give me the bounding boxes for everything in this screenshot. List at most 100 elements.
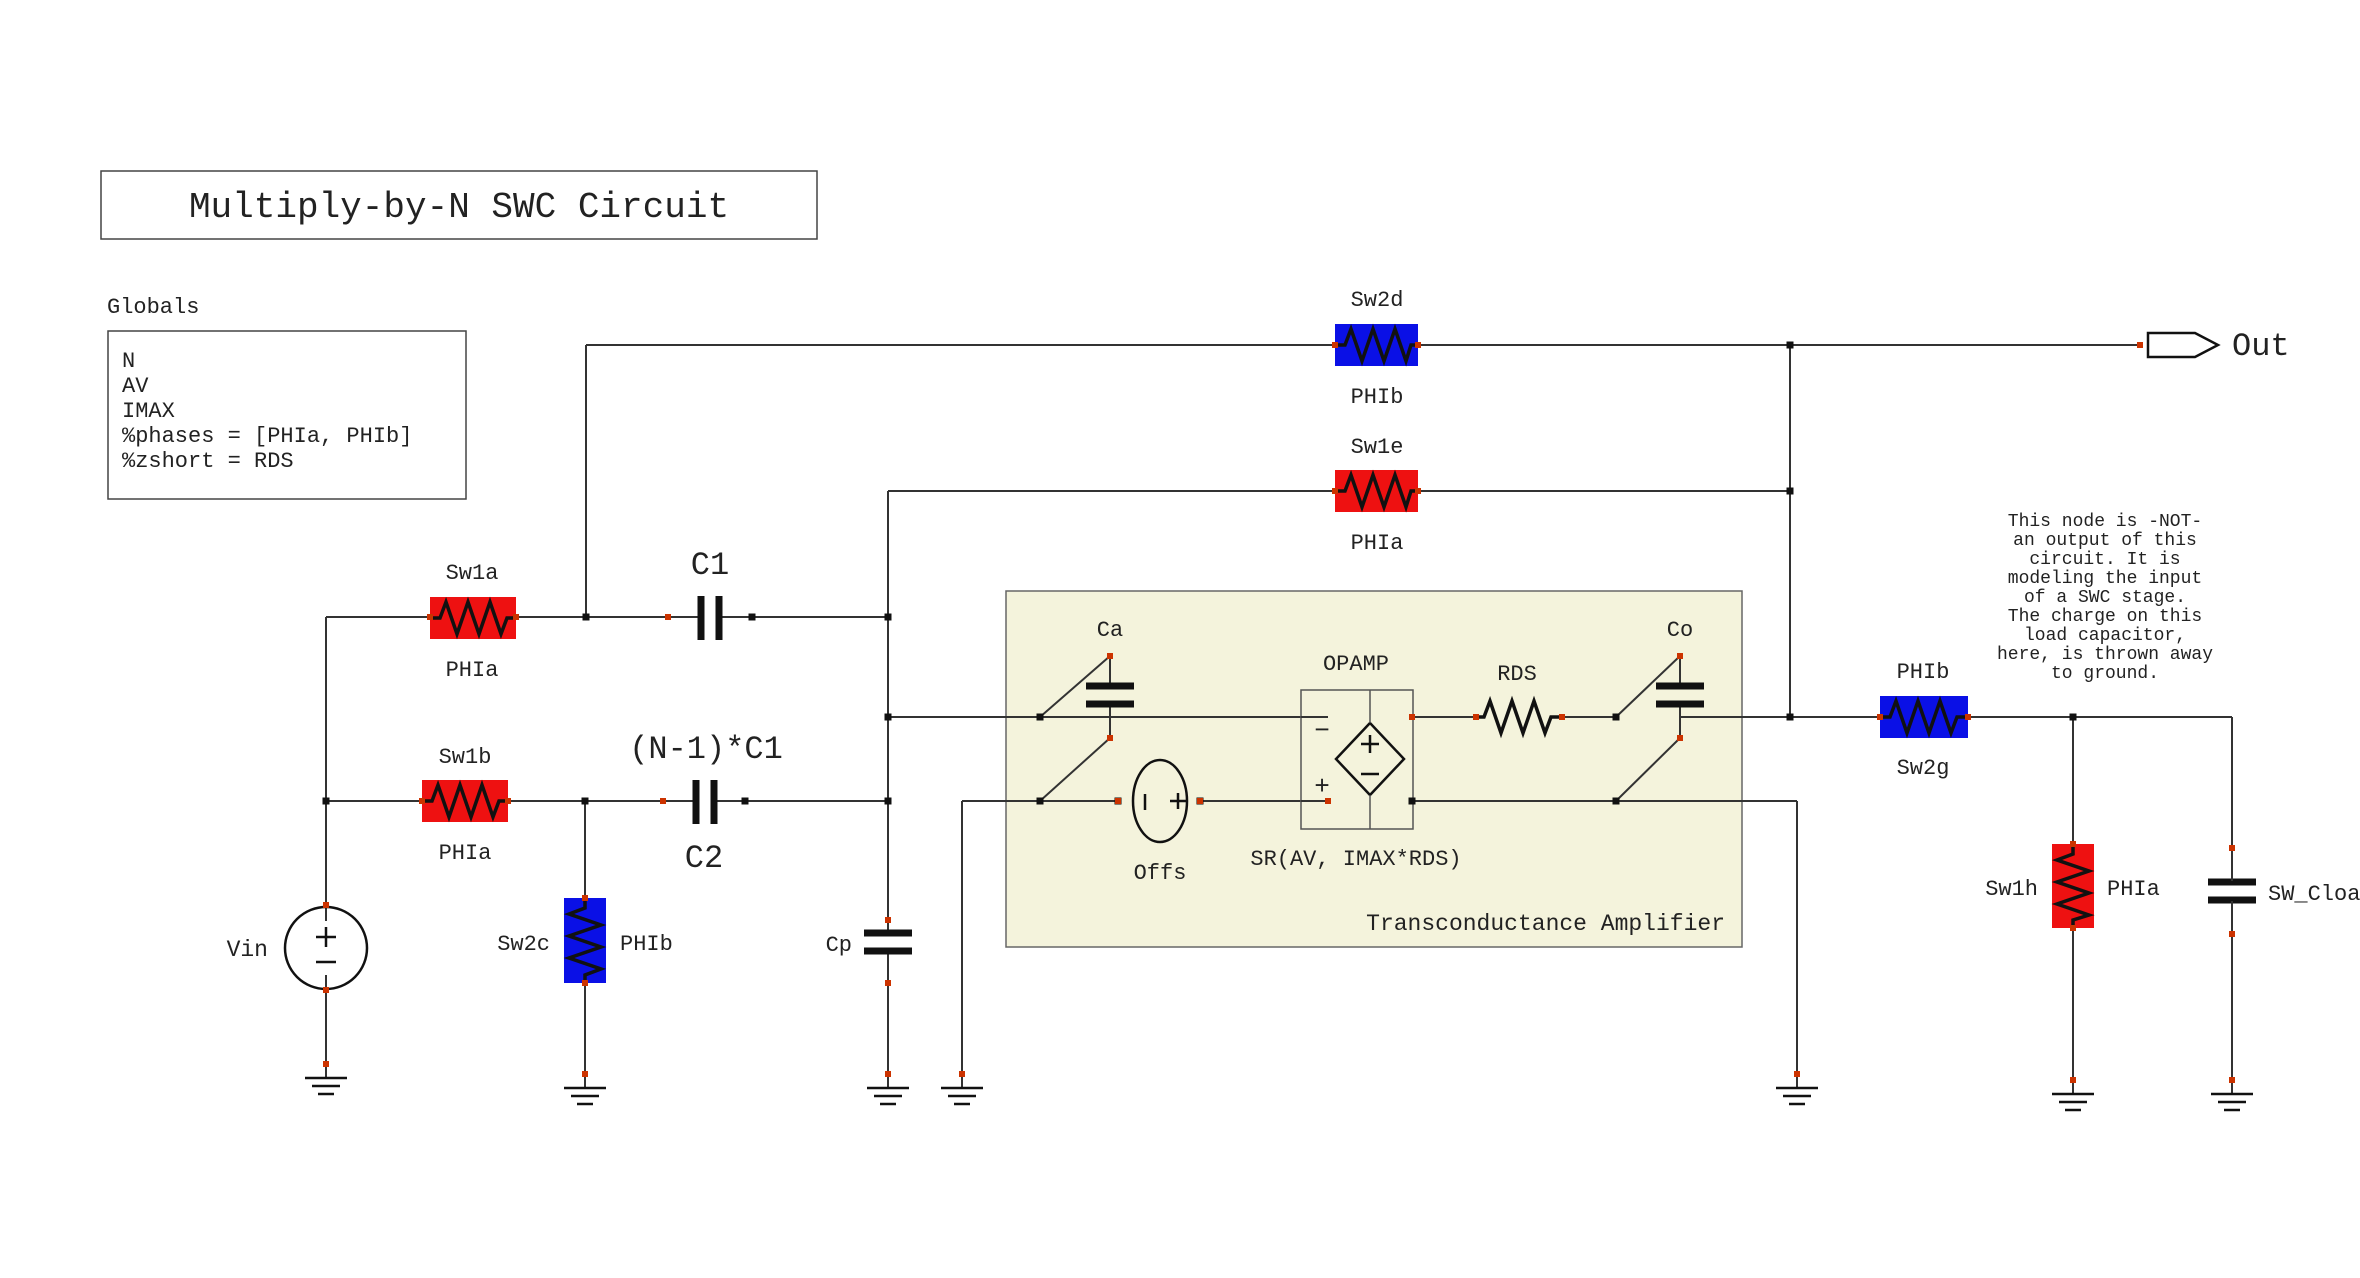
connection-pin	[2229, 931, 2235, 937]
junction-dot	[1786, 341, 1794, 349]
source-name: Vin	[227, 937, 268, 963]
connection-pin	[885, 1071, 891, 1077]
capacitor-ca[interactable]: Ca	[1086, 618, 1134, 708]
connection-pin	[427, 614, 433, 620]
connection-pin	[2070, 1077, 2076, 1083]
connection-pin	[2229, 845, 2235, 851]
junction-dot	[741, 797, 749, 805]
resistor-zigzag-icon	[1337, 323, 1416, 367]
switch-phase: PHIb	[1897, 660, 1950, 685]
connection-pin	[323, 987, 329, 993]
connection-pin	[1677, 653, 1683, 659]
note-line: load capacitor,	[2024, 626, 2186, 646]
switch-sw2g[interactable]: PHIb Sw2g	[1880, 660, 1968, 781]
connection-pin	[1559, 714, 1565, 720]
resistor-zigzag-icon	[424, 779, 506, 823]
resistor-zigzag-icon	[1476, 695, 1562, 739]
globals-heading: Globals	[107, 295, 199, 320]
globals-line: %phases = [PHIa, PHIb]	[122, 424, 412, 449]
capacitor-load[interactable]: SW_Cloa	[2208, 848, 2360, 934]
switch-sw1a[interactable]: Sw1a PHIa	[430, 561, 516, 683]
amplifier-box-label: Transconductance Amplifier	[1366, 911, 1725, 937]
switch-sw1h[interactable]: Sw1h PHIa	[1985, 844, 2160, 928]
junction-dot	[1408, 797, 1416, 805]
note-line: an output of this	[2013, 531, 2197, 551]
globals-block: Globals N AV IMAX %phases = [PHIa, PHIb]…	[107, 295, 467, 500]
connection-pin	[1332, 342, 1338, 348]
connection-pin	[885, 917, 891, 923]
junction-dot	[322, 797, 330, 805]
switch-sw1b[interactable]: Sw1b PHIa	[422, 745, 508, 866]
capacitor-co[interactable]: Co	[1656, 618, 1704, 708]
switch-phase: PHIb	[1351, 385, 1404, 410]
output-port[interactable]: Out	[2146, 328, 2290, 365]
ground-icon	[2052, 1080, 2094, 1112]
globals-line: AV	[122, 374, 149, 399]
connection-pin	[323, 1061, 329, 1067]
opamp-label: OPAMP	[1323, 652, 1389, 677]
connection-pin	[1415, 342, 1421, 348]
junction-dot	[1036, 713, 1044, 721]
note-line: This node is -NOT-	[2008, 512, 2202, 532]
connection-pin	[2229, 1077, 2235, 1083]
grounds	[305, 1064, 2253, 1112]
ground-icon	[2211, 1080, 2253, 1112]
voltage-source-vin[interactable]: Vin	[227, 905, 369, 991]
resistor-zigzag-icon	[563, 900, 607, 981]
resistor-zigzag-icon	[2051, 846, 2095, 926]
connection-pin	[513, 614, 519, 620]
connection-pin	[665, 614, 671, 620]
junction-dot	[748, 613, 756, 621]
connection-pin	[885, 980, 891, 986]
connection-pin	[959, 1071, 965, 1077]
junction-dot	[884, 713, 892, 721]
output-label: Out	[2232, 328, 2290, 365]
junction-dot	[1036, 797, 1044, 805]
connection-pin	[1115, 798, 1121, 804]
resistor-rds[interactable]: RDS	[1476, 662, 1562, 739]
opamp-model: SR(AV, IMAX*RDS)	[1250, 847, 1461, 872]
connection-pin	[1409, 714, 1415, 720]
switch-name: Sw1b	[439, 745, 492, 770]
capacitor-name: Cp	[826, 933, 852, 958]
voltage-source-offs[interactable]: Offs	[1131, 758, 1189, 886]
switch-phase: PHIa	[446, 658, 499, 683]
resistor-zigzag-icon	[1337, 469, 1416, 513]
switch-name: Sw1e	[1351, 435, 1404, 460]
connection-pin	[505, 798, 511, 804]
switch-phase: PHIb	[620, 932, 673, 957]
resistor-name: RDS	[1497, 662, 1537, 687]
globals-line: N	[122, 349, 135, 374]
capacitor-cp[interactable]: Cp	[826, 920, 912, 983]
switch-sw2d[interactable]: Sw2d PHIb	[1335, 288, 1418, 410]
note-line: circuit. It is	[2029, 550, 2180, 570]
capacitor-name: SW_Cloa	[2268, 882, 2360, 907]
connection-pin	[582, 980, 588, 986]
capacitor-c1[interactable]: C1	[668, 547, 752, 640]
connection-pin	[1332, 488, 1338, 494]
resistor-zigzag-icon	[1882, 695, 1966, 739]
junction-dot	[581, 797, 589, 805]
junction-dot	[1786, 487, 1794, 495]
connection-pin	[1677, 735, 1683, 741]
switch-name: Sw2d	[1351, 288, 1404, 313]
connection-pin	[660, 798, 666, 804]
capacitor-c2[interactable]: (N-1)*C1 C2	[629, 731, 783, 877]
junction-dot	[1786, 713, 1794, 721]
transconductance-amplifier-box	[1005, 590, 1743, 948]
switch-sw1e[interactable]: Sw1e PHIa	[1335, 435, 1418, 556]
junction-dot	[884, 613, 892, 621]
ground-icon	[867, 1074, 909, 1106]
connection-pin	[1107, 735, 1113, 741]
connection-pin	[1325, 798, 1331, 804]
pins	[323, 342, 2235, 1083]
connection-pin	[1197, 798, 1203, 804]
inverting-input-sign: −	[1314, 716, 1330, 746]
ground-icon	[1776, 1074, 1818, 1106]
switch-sw2c[interactable]: Sw2c PHIb	[497, 898, 673, 983]
note-line: of a SWC stage.	[2024, 588, 2186, 608]
opamp[interactable]: OPAMP − + SR(AV, IMAX*RDS)	[1250, 652, 1461, 872]
source-name: Offs	[1134, 861, 1187, 886]
title-block: Multiply-by-N SWC Circuit	[100, 170, 818, 240]
